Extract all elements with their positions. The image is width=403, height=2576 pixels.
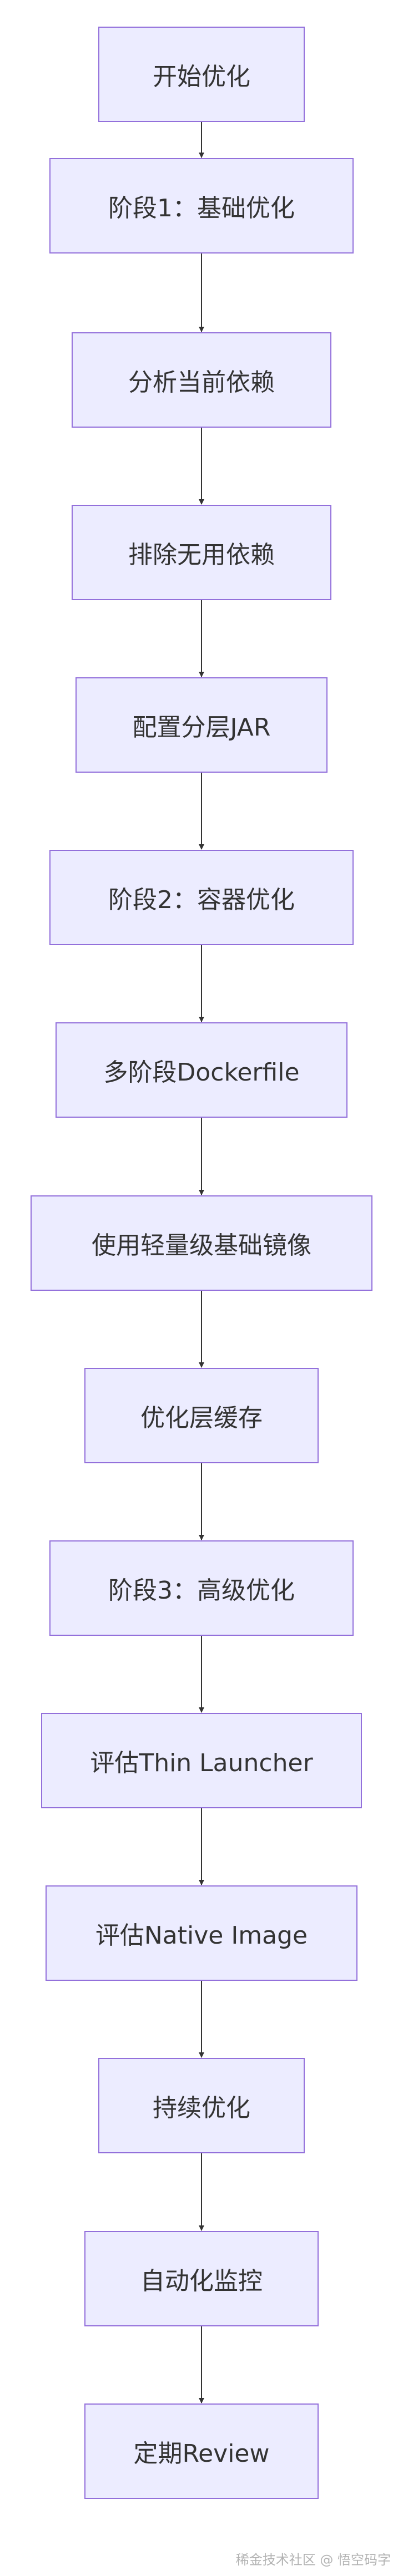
node-label: 多阶段Dockerfile [103,1058,300,1087]
node-label: 优化层缓存 [140,1404,263,1432]
node-start-optimization: 开始优化 [98,27,305,122]
node-native-image: 评估Native Image [46,1885,357,1981]
node-periodic-review: 定期Review [84,2403,319,2499]
node-exclude-deps: 排除无用依赖 [72,505,331,600]
watermark: 稀金技术社区 @ 悟空码字 [235,2552,391,2568]
node-multistage-dockerfile: 多阶段Dockerfile [56,1022,347,1118]
node-lightweight-base-image: 使用轻量级基础镜像 [31,1195,372,1291]
node-label: 排除无用依赖 [128,541,275,569]
node-stage3-advanced: 阶段3：高级优化 [49,1540,354,1636]
node-label: 配置分层JAR [132,713,271,742]
node-label: 阶段3：高级优化 [108,1576,295,1605]
node-label: 持续优化 [153,2094,250,2122]
node-stage1-basic: 阶段1：基础优化 [49,158,354,253]
node-continuous-optimization: 持续优化 [98,2058,305,2153]
node-label: 自动化监控 [140,2267,263,2295]
node-label: 评估Thin Launcher [90,1749,313,1777]
node-label: 阶段1：基础优化 [108,194,295,222]
node-automated-monitoring: 自动化监控 [84,2231,319,2326]
node-layer-cache: 优化层缓存 [84,1368,319,1463]
node-thin-launcher: 评估Thin Launcher [41,1713,362,1808]
node-stage2-container: 阶段2：容器优化 [49,850,354,945]
node-label: 开始优化 [153,63,250,91]
node-layered-jar: 配置分层JAR [75,677,328,773]
node-label: 评估Native Image [95,1921,308,1950]
node-label: 阶段2：容器优化 [108,886,295,914]
node-label: 使用轻量级基础镜像 [92,1231,311,1260]
node-label: 分析当前依赖 [128,368,275,397]
node-analyze-deps: 分析当前依赖 [72,332,331,428]
node-label: 定期Review [133,2440,270,2468]
